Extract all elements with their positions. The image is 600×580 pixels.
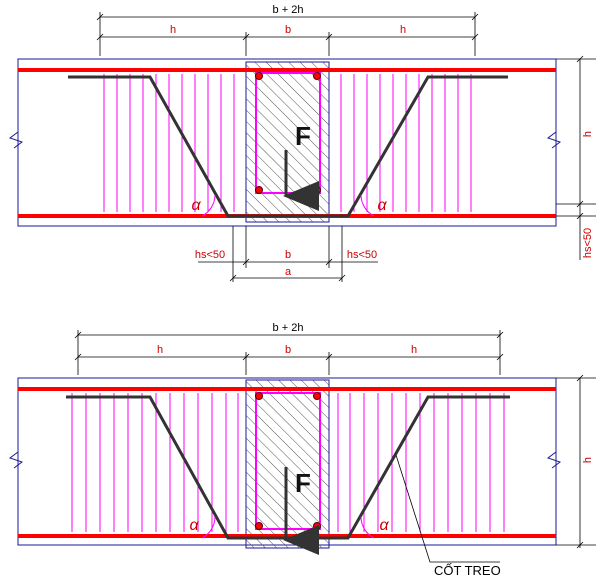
dim-h-right-label: h — [400, 24, 406, 36]
rebar-dot — [255, 186, 263, 194]
dim-b-label: b — [285, 344, 291, 356]
dim-total-label: b + 2h — [273, 4, 304, 16]
angle-arc-right — [360, 516, 375, 539]
bottom-panel-dimensions — [74, 330, 504, 375]
top-dimensions — [96, 12, 479, 56]
rebar-dot — [313, 186, 321, 194]
main-beam-stirrups — [103, 74, 472, 212]
hanger-bar — [68, 75, 508, 218]
callout-label: CỐT TREO — [434, 563, 501, 578]
break-mark-left — [8, 131, 24, 149]
dim-b-label: b — [285, 24, 291, 36]
top-panel: b + 2h h b h — [8, 4, 596, 282]
angle-alpha-right: α — [377, 197, 387, 214]
rebar-dot — [313, 392, 321, 400]
secondary-beam-section — [245, 61, 330, 223]
break-mark-right — [546, 131, 562, 149]
dim-h-left-label: h — [170, 24, 176, 36]
dim-total-label: b + 2h — [273, 322, 304, 334]
side-dimension — [556, 55, 596, 260]
side-h-label: h — [582, 131, 594, 137]
side-hs-label: hs<50 — [582, 228, 594, 258]
dim-h-right-label: h — [411, 344, 417, 356]
angle-alpha-left: α — [189, 517, 199, 534]
angle-alpha-right: α — [379, 517, 389, 534]
callout-leader — [395, 454, 500, 563]
angle-alpha-left: α — [191, 197, 201, 214]
rebar-dot — [255, 72, 263, 80]
dim-h-left-label: h — [157, 344, 163, 356]
rebar-dot — [313, 72, 321, 80]
main-beam-stirrups — [71, 393, 505, 532]
rebar-dot — [255, 392, 263, 400]
bottom-dimensions — [198, 226, 378, 282]
beam-outline — [17, 58, 557, 227]
rebar-dot — [255, 522, 263, 530]
bottom-panel: b + 2h h b h — [8, 322, 596, 578]
dim-b-bottom-label: b — [285, 249, 291, 261]
hs-left-label: hs<50 — [195, 249, 225, 261]
hs-right-label: hs<50 — [347, 249, 377, 261]
break-mark-right — [546, 451, 562, 469]
rebar-dot — [313, 522, 321, 530]
side-h-label: h — [582, 457, 594, 463]
angle-arc-right — [360, 194, 375, 217]
dim-a-label: a — [285, 266, 292, 278]
angle-arc-left — [201, 516, 216, 539]
force-label: F — [295, 468, 311, 498]
side-dimension — [556, 374, 596, 549]
break-mark-left — [8, 451, 24, 469]
force-label: F — [295, 121, 311, 151]
angle-arc-left — [201, 194, 216, 217]
